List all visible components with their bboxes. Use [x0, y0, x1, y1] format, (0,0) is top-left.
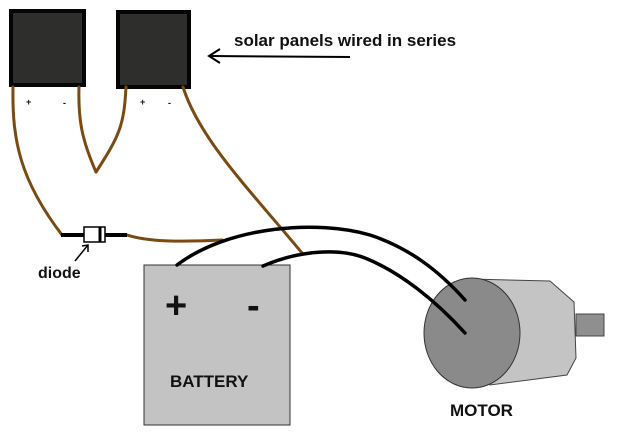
wire-panel1-plus [11, 85, 64, 237]
panel1-plus-label: + [26, 97, 31, 107]
wire-battery-minus-to-motor [261, 250, 467, 335]
motor-label: MOTOR [450, 401, 513, 420]
panel1-minus-label: - [63, 98, 66, 108]
black-wires [175, 225, 467, 335]
diode-icon [61, 226, 127, 243]
battery: + - BATTERY [143, 264, 291, 426]
battery-minus-label: - [247, 285, 260, 327]
battery-label: BATTERY [170, 372, 249, 391]
wire-diode-to-battery [125, 233, 224, 243]
brown-wires [11, 85, 304, 255]
wire-panel1-minus [77, 85, 98, 174]
wire-panel2-plus [94, 85, 128, 174]
motor: MOTOR [423, 277, 605, 420]
wire-battery-plus-to-motor [175, 225, 467, 302]
diode-label: diode [38, 265, 81, 282]
solar-panel-1: + - [9, 9, 86, 108]
diode-pointer-arrow-icon [74, 244, 89, 262]
battery-plus-label: + [165, 285, 187, 327]
panels-caption: solar panels wired in series [234, 31, 456, 50]
panel2-plus-label: + [140, 97, 145, 107]
wire-panel2-minus [181, 85, 304, 255]
panel2-minus-label: - [168, 98, 171, 108]
solar-panel-2: + - [116, 10, 191, 108]
caption-arrow-icon [207, 48, 351, 64]
